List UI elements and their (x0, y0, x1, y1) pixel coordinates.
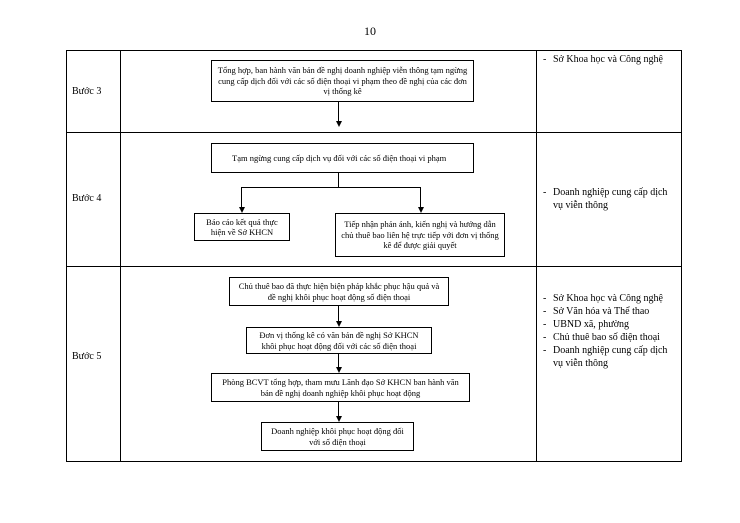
step-3-box-1: Tổng hợp, ban hành văn bản đề nghị doanh… (211, 60, 474, 102)
responsible-item: -Doanh nghiệp cung cấp dịch vụ viễn thôn… (543, 345, 668, 369)
arrow-down-icon (336, 321, 342, 327)
responsible-item: -Sở Văn hóa và Thể thao (543, 306, 650, 317)
step-4-box-3: Tiếp nhận phản ánh, kiến nghị và hướng d… (335, 213, 505, 257)
page-number: 10 (364, 24, 376, 38)
arrow-down-icon (336, 416, 342, 422)
step-5-box-3: Phòng BCVT tổng hợp, tham mưu Lãnh đạo S… (211, 373, 470, 402)
step-5-box-2: Đơn vị thống kê có văn bản đề nghị Sở KH… (246, 327, 432, 354)
flow-line (241, 187, 242, 208)
responsible-item: -Sở Khoa học và Công nghệ (543, 293, 663, 304)
step-4-box-1: Tạm ngừng cung cấp dịch vụ đối với các s… (211, 143, 474, 173)
step-4-responsible: -Doanh nghiệp cung cấp dịch vụ viễn thôn… (543, 186, 679, 212)
step-3-responsible: -Sở Khoa học và Công nghệ (543, 53, 679, 66)
responsible-item: -UBND xã, phường (543, 319, 629, 330)
step-3-label: Bước 3 (72, 86, 102, 97)
step-4-box-2: Báo cáo kết quả thực hiện về Sở KHCN (194, 213, 290, 241)
step-5-box-4: Doanh nghiệp khôi phục hoạt động đối với… (261, 422, 414, 451)
flow-line (338, 173, 339, 187)
flow-line (338, 354, 339, 368)
flow-line (338, 102, 339, 121)
arrow-down-icon (336, 121, 342, 127)
arrow-down-icon (239, 207, 245, 213)
responsible-item: -Chủ thuê bao số điện thoại (543, 332, 660, 343)
step-5-responsible: -Sở Khoa học và Công nghệ -Sở Văn hóa và… (543, 292, 679, 370)
flow-line (338, 402, 339, 417)
arrow-down-icon (336, 367, 342, 373)
flow-line (420, 187, 421, 208)
flow-line (338, 306, 339, 322)
branch-line (241, 187, 421, 188)
step-5-label: Bước 5 (72, 351, 102, 362)
responsible-item: -Sở Khoa học và Công nghệ (543, 54, 663, 65)
responsible-item: -Doanh nghiệp cung cấp dịch vụ viễn thôn… (543, 187, 668, 211)
step-5-box-1: Chủ thuê bao đã thực hiện biện pháp khắc… (229, 277, 449, 306)
arrow-down-icon (418, 207, 424, 213)
step-4-label: Bước 4 (72, 193, 102, 204)
